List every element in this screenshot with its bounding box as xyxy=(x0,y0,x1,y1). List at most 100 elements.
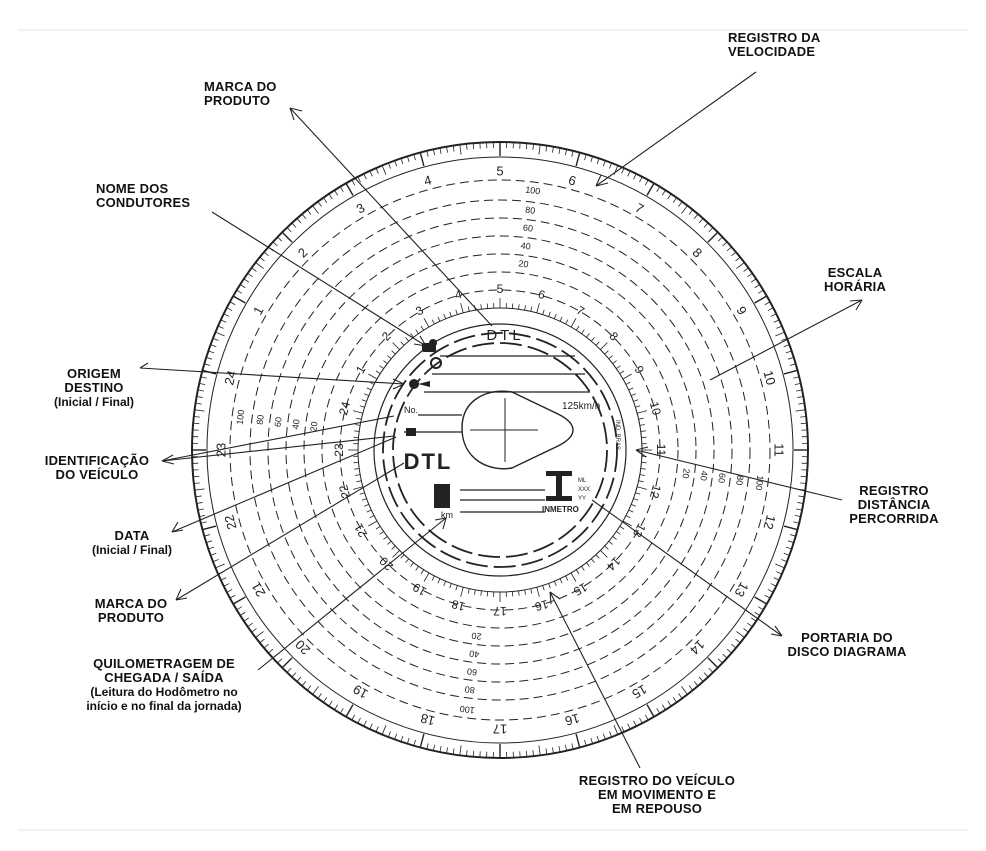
speed-scale-label: 60 xyxy=(522,223,533,234)
inner-tick xyxy=(375,525,381,530)
outer-tick xyxy=(251,267,257,272)
outer-tick xyxy=(717,658,723,664)
outer-tick xyxy=(375,726,379,733)
outer-tick xyxy=(459,745,462,756)
outer-tick xyxy=(590,156,593,163)
outer-tick xyxy=(296,676,302,682)
outer-tick xyxy=(291,672,297,678)
outer-hour-number: 3 xyxy=(354,200,368,217)
label-line: DISCO DIAGRAMA xyxy=(787,644,907,659)
label-line: ORIGEM xyxy=(67,366,121,381)
speed-scale-label: 20 xyxy=(308,421,319,432)
inner-hour-number: 9 xyxy=(632,363,648,376)
inmetro-label: INMETRO xyxy=(542,505,579,514)
outer-tick xyxy=(195,402,202,405)
inner-tick xyxy=(400,341,405,346)
outer-tick xyxy=(400,735,404,742)
inner-tick xyxy=(600,342,608,350)
field-km-label: km xyxy=(441,510,453,520)
outer-tick xyxy=(754,295,768,304)
inner-tick xyxy=(437,578,441,584)
outer-tick xyxy=(210,344,217,348)
inner-tick xyxy=(415,329,419,334)
inner-tick xyxy=(600,550,608,558)
label-sub: (Inicial / Final) xyxy=(91,543,172,557)
outer-tick xyxy=(236,289,243,294)
outer-tick xyxy=(707,231,719,243)
label-line: CONDUTORES xyxy=(96,195,191,210)
inner-tick xyxy=(570,572,577,582)
label-marca-produto-top: MARCA DO PRODUTO xyxy=(204,80,277,108)
outer-tick xyxy=(328,193,333,200)
inner-tick xyxy=(410,562,414,567)
inner-tick xyxy=(616,531,621,535)
outer-tick xyxy=(698,218,704,224)
outer-tick xyxy=(646,704,655,718)
label-line: QUILOMETRAGEM DE xyxy=(93,656,235,671)
outer-tick xyxy=(564,744,568,751)
speed-scale-label: 80 xyxy=(525,205,536,216)
inner-hour-number: 10 xyxy=(647,400,664,417)
inner-tick xyxy=(559,578,563,584)
outer-tick xyxy=(800,416,807,418)
outer-tick xyxy=(301,681,307,687)
speed-scale-label: 100 xyxy=(235,409,247,425)
inner-tick xyxy=(639,474,645,476)
inner-tick xyxy=(383,360,388,364)
outer-tick xyxy=(291,222,297,228)
outer-tick xyxy=(558,746,561,753)
outer-tick xyxy=(735,638,741,644)
outer-tick xyxy=(571,150,574,157)
outer-tick xyxy=(268,648,274,654)
inner-tick xyxy=(631,393,636,397)
outer-tick xyxy=(215,331,225,337)
outer-tick xyxy=(783,552,790,556)
inner-tick xyxy=(460,587,464,597)
outer-tick xyxy=(357,717,361,724)
outer-tick xyxy=(575,152,581,167)
outer-tick xyxy=(750,278,757,283)
outer-tick xyxy=(215,563,225,569)
outer-tick xyxy=(432,744,436,751)
outer-tick xyxy=(770,583,777,587)
label-line: IDENTIFICAÇÃO xyxy=(44,453,150,468)
inner-hour-number: 17 xyxy=(493,604,507,618)
inner-tick xyxy=(366,387,372,391)
inner-tick xyxy=(542,585,545,591)
outer-hour-number: 19 xyxy=(350,682,370,702)
outer-tick xyxy=(272,241,278,247)
outer-hour-number: 21 xyxy=(248,580,268,600)
outer-tick xyxy=(627,723,631,730)
inner-tick xyxy=(423,572,430,582)
outer-tick xyxy=(232,596,246,605)
outer-tick xyxy=(794,382,801,386)
outer-tick xyxy=(199,514,206,518)
inner-tick xyxy=(354,430,360,432)
inner-hour-number: 12 xyxy=(647,483,664,500)
outer-tick xyxy=(621,726,625,733)
outer-tick xyxy=(259,256,265,262)
outer-tick xyxy=(646,182,655,196)
label-line: PERCORRIDA xyxy=(849,511,939,526)
inner-tick xyxy=(518,304,520,310)
inner-hour-number: 22 xyxy=(336,483,353,500)
inner-tick xyxy=(635,405,641,408)
outer-tick xyxy=(736,631,745,638)
outer-tick xyxy=(789,534,796,537)
outer-tick xyxy=(193,482,200,484)
inner-tick xyxy=(565,319,569,325)
outer-tick xyxy=(472,143,475,150)
outer-tick xyxy=(764,594,771,599)
label-line: CHEGADA / SAÍDA xyxy=(104,670,224,685)
outer-tick xyxy=(446,747,448,754)
label-line: PORTARIA DO xyxy=(801,630,893,645)
label-quilometragem: QUILOMETRAGEM DE CHEGADA / SAÍDA (Leitur… xyxy=(62,656,266,714)
outer-tick xyxy=(609,162,613,169)
outer-tick xyxy=(419,733,425,748)
outer-tick xyxy=(757,606,764,611)
inner-tick xyxy=(431,575,435,581)
inner-hour-number: 2 xyxy=(379,329,394,344)
label-line: DO VEÍCULO xyxy=(55,467,139,482)
inner-tick xyxy=(460,303,464,313)
inner-tick xyxy=(410,333,414,338)
